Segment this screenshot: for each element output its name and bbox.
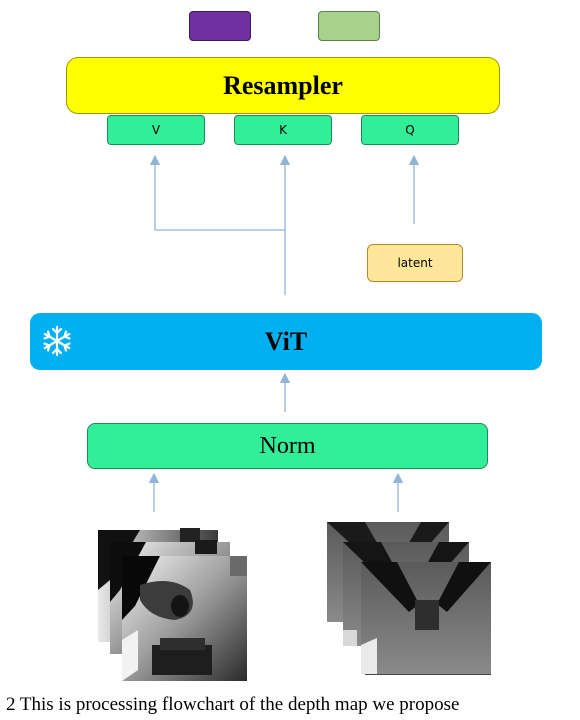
latent-label: latent xyxy=(397,256,433,270)
vit-block: ViT xyxy=(30,313,542,370)
purple-token-block xyxy=(189,11,251,41)
latent-block: latent xyxy=(367,244,463,282)
key-port-label: K xyxy=(279,123,287,137)
depth-frame-front xyxy=(122,556,247,681)
green-token-block xyxy=(318,11,380,41)
key-port: K xyxy=(234,115,332,145)
query-port: Q xyxy=(361,115,459,145)
arrow-vit-to-v xyxy=(149,154,286,295)
resampler-block: Resampler xyxy=(66,57,500,114)
vit-label: ViT xyxy=(264,326,308,356)
query-port-label: Q xyxy=(405,123,415,137)
figure-caption: 2 This is processing flowchart of the de… xyxy=(6,694,460,715)
corridor-frame-front xyxy=(361,562,491,675)
depth-map-stack-corridor xyxy=(327,522,491,675)
norm-block: Norm xyxy=(87,423,488,469)
resampler-label: Resampler xyxy=(223,70,343,100)
value-port: V xyxy=(107,115,205,145)
value-port-label: V xyxy=(151,123,161,137)
depth-map-stack-indoor xyxy=(98,528,247,681)
norm-label: Norm xyxy=(259,432,316,459)
snowflake-icon xyxy=(43,325,71,357)
